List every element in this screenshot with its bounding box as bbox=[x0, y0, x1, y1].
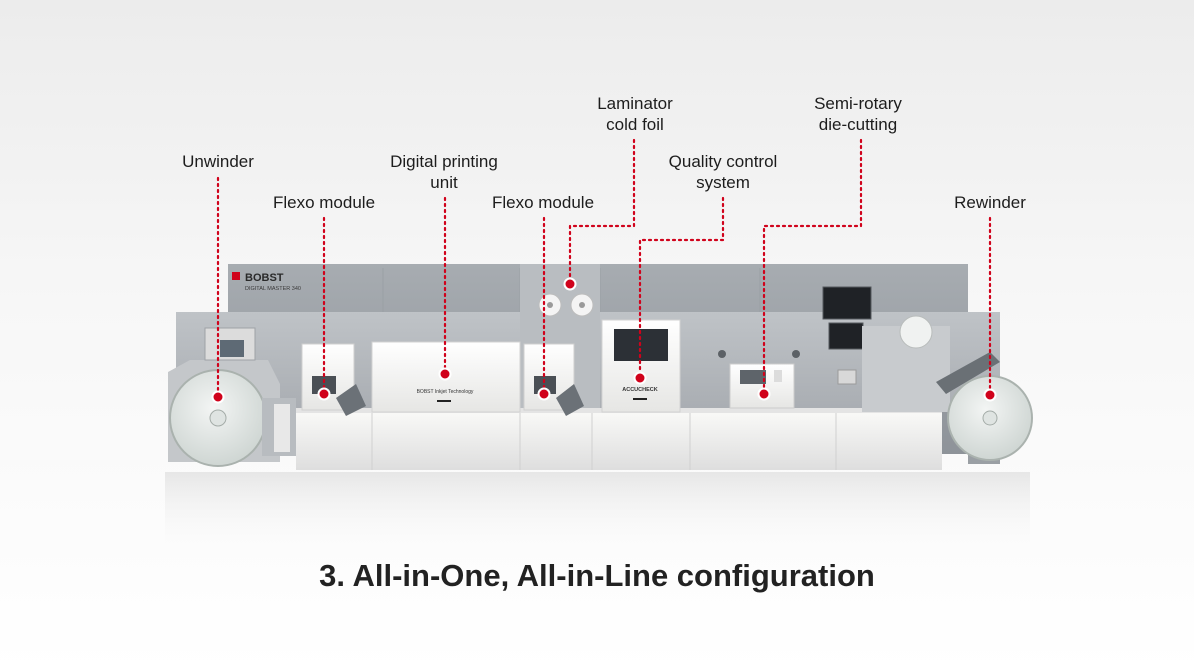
rewinder-top-roll bbox=[899, 315, 933, 349]
leader-die-cutting bbox=[762, 138, 863, 394]
operator-monitor-top bbox=[822, 286, 872, 320]
label-digital-printing-unit: Digital printing unit bbox=[390, 152, 498, 192]
label-semi-rotary-die-cutting: Semi-rotary die-cutting bbox=[814, 94, 902, 134]
qc-badge: ACCUCHECK bbox=[622, 387, 657, 393]
printer-badge: BOBST Inkjet Technology bbox=[417, 389, 474, 395]
marker-flexo-1 bbox=[317, 387, 331, 401]
marker-flexo-2 bbox=[537, 387, 551, 401]
marker-digital-printing bbox=[438, 367, 452, 381]
unwinder-control-panel bbox=[220, 340, 244, 357]
marker-laminator bbox=[563, 277, 577, 291]
marker-quality-control bbox=[633, 371, 647, 385]
machine-base bbox=[296, 410, 942, 470]
leader-laminator bbox=[568, 138, 636, 285]
label-laminator-cold-foil: Laminator cold foil bbox=[597, 94, 673, 134]
marker-unwinder bbox=[211, 390, 225, 404]
label-quality-control-system: Quality control system bbox=[668, 152, 778, 192]
brand-name: BOBST bbox=[245, 272, 284, 284]
leader-quality-control bbox=[638, 196, 725, 378]
label-rewinder: Rewinder bbox=[954, 193, 1026, 212]
marker-die-cutting bbox=[757, 387, 771, 401]
marker-rewinder bbox=[983, 388, 997, 402]
caption: 3. All-in-One, All-in-Line configuration bbox=[319, 558, 875, 593]
label-flexo-module-1: Flexo module bbox=[272, 193, 376, 212]
floor-reflection bbox=[165, 472, 1030, 562]
brand-mark bbox=[232, 272, 240, 280]
operator-monitor-bottom bbox=[828, 322, 864, 350]
label-unwinder: Unwinder bbox=[182, 152, 254, 171]
model-name: DIGITAL MASTER 340 bbox=[245, 286, 301, 292]
markers bbox=[211, 277, 997, 404]
leader-lines bbox=[216, 138, 992, 398]
label-flexo-module-2: Flexo module bbox=[491, 193, 595, 212]
